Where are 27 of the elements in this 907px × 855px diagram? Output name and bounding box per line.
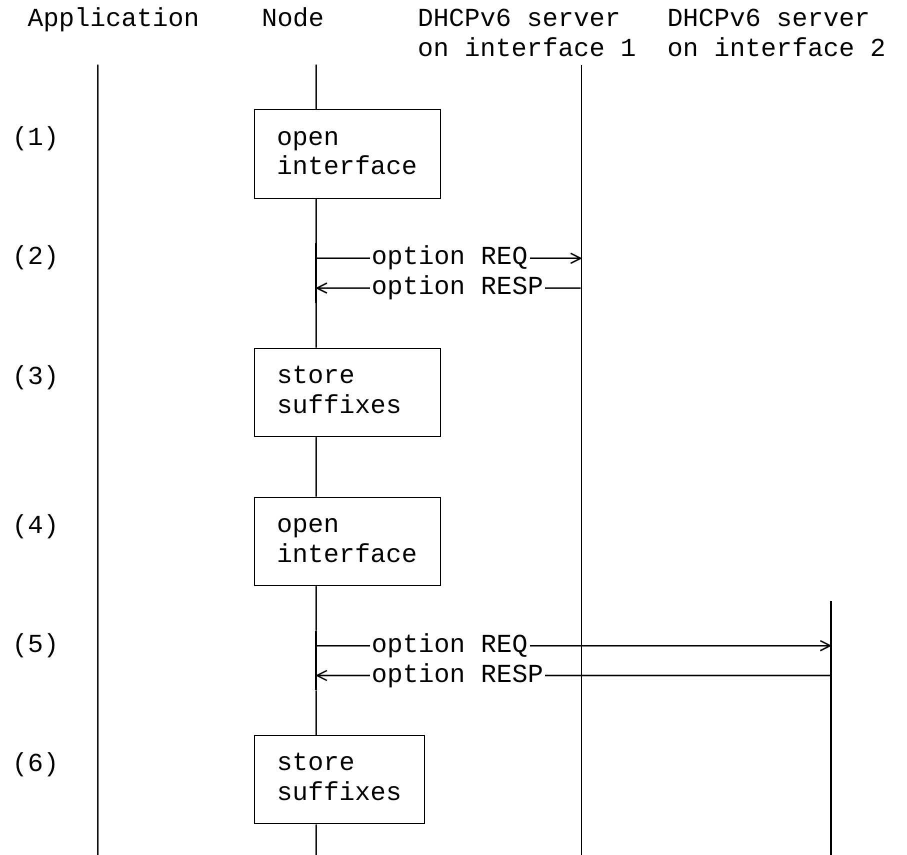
process-box: open interface [254, 109, 441, 199]
step-number: (6) [12, 750, 59, 780]
process-box: store suffixes [254, 348, 441, 438]
lifeline [315, 64, 317, 110]
lifeline [315, 437, 317, 497]
process-box: open interface [254, 496, 441, 586]
lifeline [830, 601, 832, 855]
lifeline [97, 64, 99, 855]
step-number: (1) [12, 124, 59, 154]
lifeline-header: DHCPv6 server on interface 2 [667, 5, 895, 65]
step-number: (5) [12, 630, 59, 661]
process-box: store suffixes [254, 735, 426, 824]
lifeline [315, 690, 317, 736]
step-number: (4) [12, 512, 59, 542]
lifeline [315, 198, 317, 244]
lifeline [315, 824, 317, 855]
step-number: (3) [12, 362, 59, 392]
lifeline [315, 586, 317, 631]
lifeline-header: Node [262, 5, 356, 35]
lifeline-header: DHCPv6 server on interface 1 [418, 5, 646, 65]
lifeline-header: Application [28, 5, 215, 35]
lifeline [315, 243, 317, 303]
lifeline [315, 630, 317, 690]
step-number: (2) [12, 243, 59, 274]
lifeline [315, 303, 317, 348]
edge-label: option RESP [370, 660, 546, 690]
lifeline [580, 64, 582, 855]
